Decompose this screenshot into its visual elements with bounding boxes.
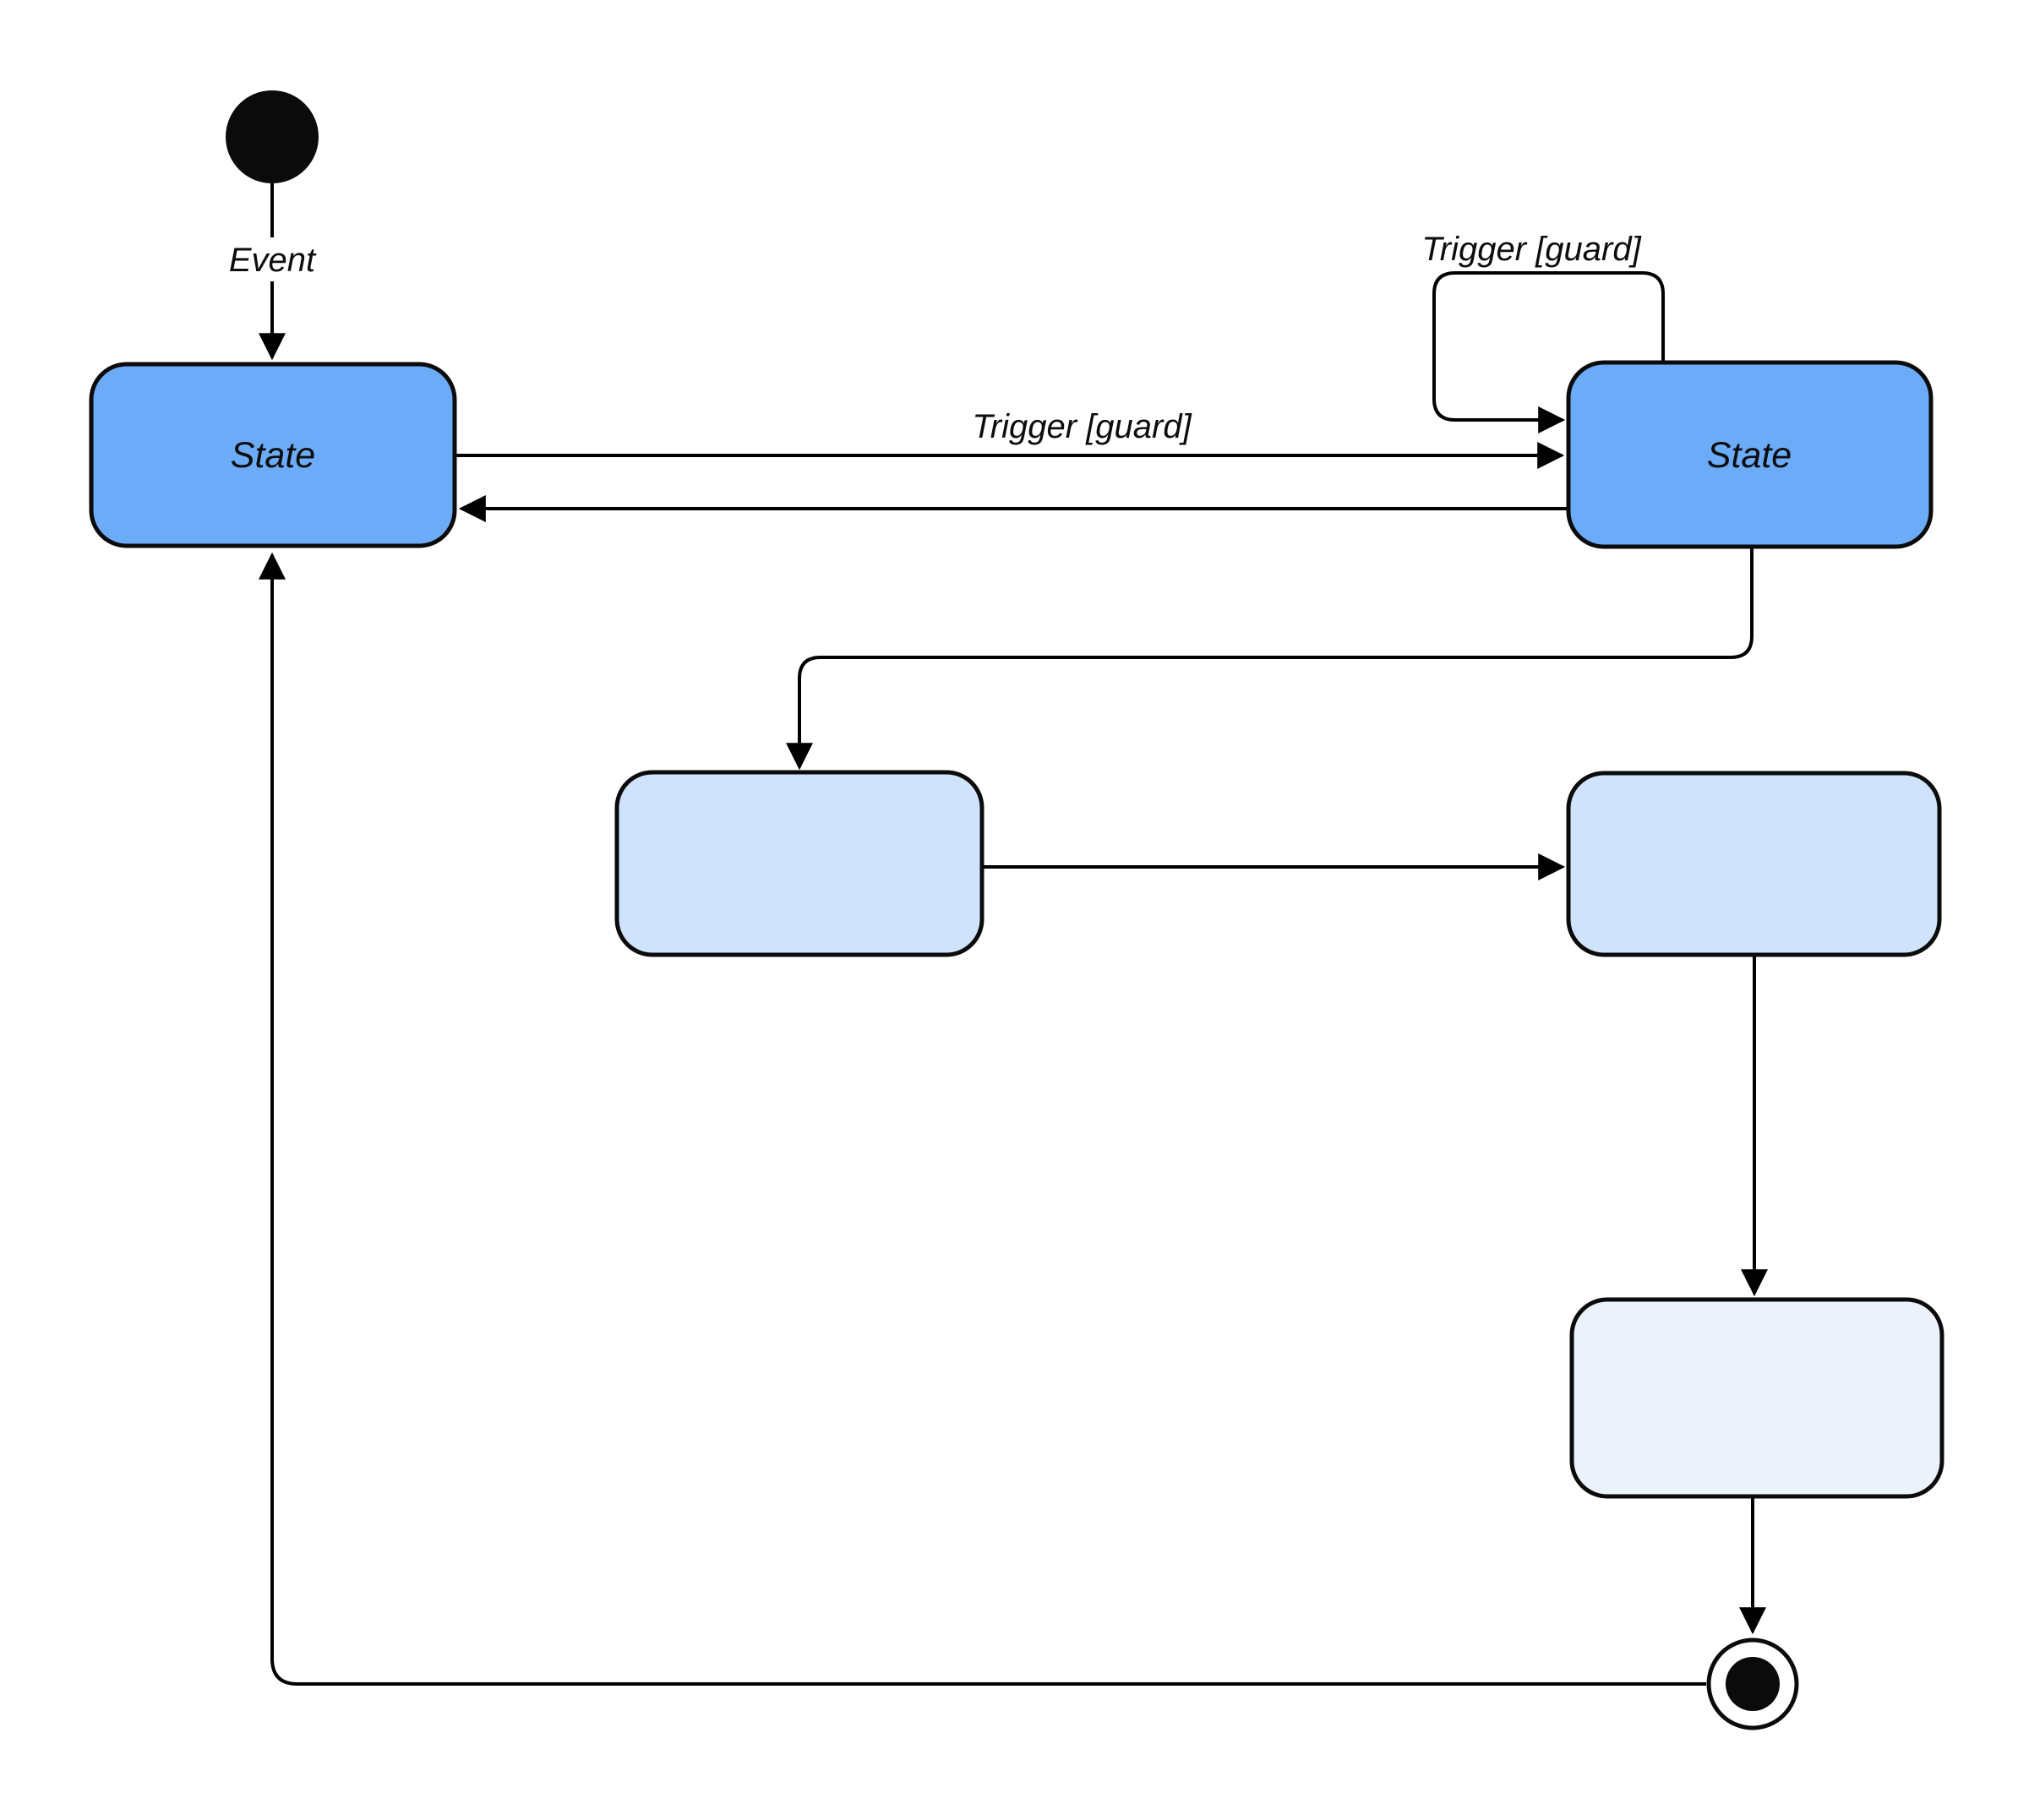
state-right-node: State [1566,360,1934,549]
self-loop-trigger-guard-label: Trigger [guard] [1421,231,1641,268]
state-left-label: State [231,435,315,476]
edge-final-to-left-state [259,552,1706,1686]
state-right-shape [1566,360,1934,549]
substate-bottom-shape [1569,1297,1944,1499]
edge-initial-to-left-state: Event [229,183,317,361]
edge-right-state-to-substate [786,547,1754,771]
final-state-node [1706,1637,1799,1730]
event-edge-label: Event [229,242,317,279]
initial-state-node [226,90,319,183]
initial-state-circle [226,90,319,183]
edge-segment-arrow [786,547,1754,771]
state-left-shape [89,362,457,548]
substate-mid-left-shape [614,770,985,957]
edge-segment-arrow [1432,271,1665,433]
edge-segment-arrow [259,552,1706,1686]
substate-mid-left-node [614,770,985,957]
edge-self-loop-right-state: Trigger [guard] [1421,231,1665,433]
final-state-inner-circle [1726,1657,1780,1711]
substate-bottom-node [1569,1297,1944,1499]
state-right-label: State [1707,435,1792,476]
trigger-guard-edge-label: Trigger [guard] [972,408,1192,445]
edge-left-to-right-state: Trigger [guard] [455,408,1565,469]
substate-mid-right-shape [1566,771,1942,957]
substate-mid-right-node [1566,771,1942,957]
state-left-node: State [89,362,457,548]
